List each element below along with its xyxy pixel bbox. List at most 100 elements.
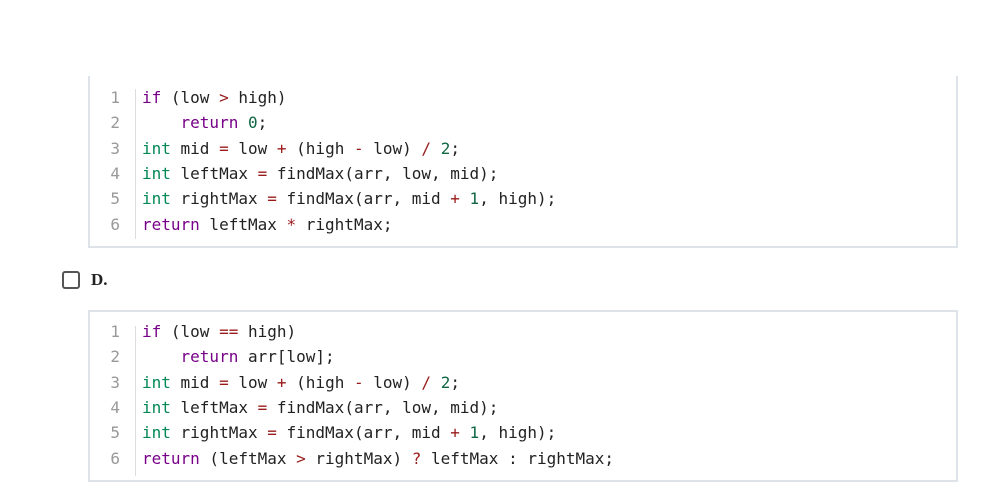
code-token: (low [161,88,220,107]
code-token: return [142,449,200,468]
code-token: + [276,139,287,158]
code-token: + [276,373,287,392]
code-token: low) [363,139,422,158]
line-number: 5 [110,423,120,442]
code-token: rightMax; [296,215,393,234]
code-token: 2 [440,373,451,392]
line-number-gutter-divider [135,89,136,239]
code-text: if (low > high) [142,85,287,110]
code-line: 2 return arr[low]; [90,344,956,369]
code-token: > [296,449,306,468]
code-token: / [421,373,432,392]
code-token: mid [170,139,220,158]
code-token: ; [450,373,460,392]
code-token: rightMax) [305,449,412,468]
code-token: low) [363,373,422,392]
code-token: ; [450,139,460,158]
code-token: int [142,189,171,208]
code-token: leftMax : rightMax; [421,449,615,468]
code-token: int [142,139,171,158]
code-token: arr[low]; [238,347,335,366]
code-token: - [353,373,364,392]
line-number-gutter-divider [135,326,136,476]
code-token: (low [161,322,220,341]
line-number: 1 [110,322,120,341]
code-token: == [219,322,239,341]
line-number: 1 [110,88,120,107]
code-token [431,373,441,392]
code-line: 4 int leftMax = findMax(arr, low, mid); [90,161,956,186]
code-token: ; [257,113,268,132]
line-number: 6 [110,215,120,234]
line-number: 2 [110,113,120,132]
code-token [460,423,470,442]
code-token: (high [286,373,354,392]
code-token: 2 [440,139,451,158]
code-token: findMax(arr, mid [276,423,451,442]
code-text: int rightMax = findMax(arr, mid + 1, hig… [142,420,556,445]
code-token: 1 [469,423,480,442]
code-token: 0 [247,113,258,132]
line-number: 3 [110,373,120,392]
code-text: int mid = low + (high - low) / 2; [142,370,460,395]
option-d[interactable]: D. [62,269,108,291]
code-token [238,113,248,132]
option-d-label: D. [91,270,108,289]
code-token: if [142,322,162,341]
code-line: 6 return (leftMax > rightMax) ? leftMax :… [90,446,956,471]
code-token: = [219,139,229,158]
code-text: return (leftMax > rightMax) ? leftMax : … [142,446,614,471]
code-line: 3 int mid = low + (high - low) / 2; [90,370,956,395]
line-number: 4 [110,398,120,417]
code-token: , high); [479,423,557,442]
code-token [460,189,470,208]
code-token: leftMax [199,215,287,234]
code-text: int leftMax = findMax(arr, low, mid); [142,161,498,186]
code-token: high) [238,322,297,341]
code-text: int mid = low + (high - low) / 2; [142,136,460,161]
code-token: low [228,373,277,392]
line-number: 6 [110,449,120,468]
code-token: rightMax [170,423,268,442]
code-token: return [180,347,239,366]
code-line: 5 int rightMax = findMax(arr, mid + 1, hi… [90,186,956,211]
code-token: high) [228,88,287,107]
code-token: rightMax [170,189,268,208]
code-token: , high); [479,189,557,208]
code-line: 5 int rightMax = findMax(arr, mid + 1, hi… [90,420,956,445]
code-token: = [257,164,268,183]
code-token: + [450,189,460,208]
code-line: 1 if (low > high) [90,85,956,110]
code-token: / [421,139,432,158]
code-line: 2 return 0; [90,110,956,135]
code-line: 1 if (low == high) [90,319,956,344]
code-token: int [142,373,171,392]
checkbox-option-d[interactable] [62,271,80,289]
code-token: leftMax [170,398,258,417]
code-token: (high [286,139,354,158]
code-token [431,139,441,158]
code-token: * [286,215,297,234]
line-number: 5 [110,189,120,208]
code-text: return leftMax * rightMax; [142,212,392,237]
code-text: return arr[low]; [142,344,335,369]
code-token: leftMax [170,164,258,183]
code-token: 1 [469,189,480,208]
code-text: int leftMax = findMax(arr, low, mid); [142,395,498,420]
code-token [142,113,181,132]
code-text: int rightMax = findMax(arr, mid + 1, hig… [142,186,556,211]
line-number: 2 [110,347,120,366]
code-text: return 0; [142,110,268,135]
line-number: 4 [110,164,120,183]
code-token: low [228,139,277,158]
code-token: return [180,113,239,132]
code-token: int [142,164,171,183]
code-line: 4 int leftMax = findMax(arr, low, mid); [90,395,956,420]
code-text: if (low == high) [142,319,296,344]
code-token: = [267,423,277,442]
code-token: = [267,189,277,208]
code-token: + [450,423,460,442]
